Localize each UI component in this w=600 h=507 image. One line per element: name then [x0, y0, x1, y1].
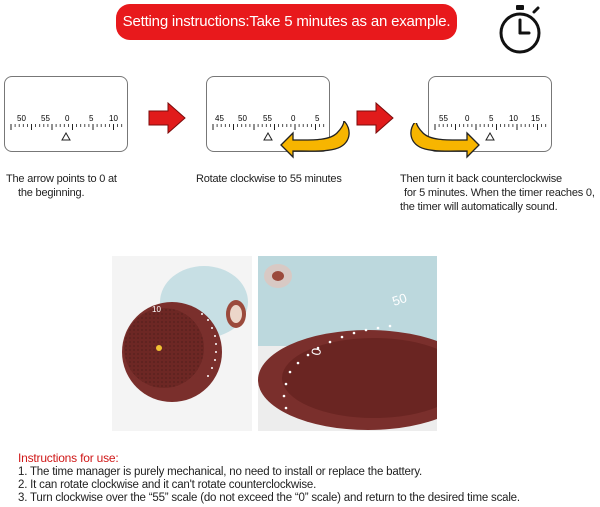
scale-label: 5 [315, 114, 320, 123]
instruction-item-1: 1. The time manager is purely mechanical… [18, 466, 423, 478]
pointer-triangle-icon [485, 131, 495, 141]
curved-yellow-arrow-icon [280, 121, 350, 159]
dial-step-2: 45 50 55 0 5 [206, 76, 350, 159]
instructions-banner: Setting instructions:Take 5 minutes as a… [116, 4, 457, 40]
red-arrow-right-icon [148, 102, 186, 134]
stopwatch-icon [499, 5, 541, 54]
dial-label-0: 0 [308, 347, 324, 357]
scale-label: 55 [263, 114, 272, 123]
scale-label: 0 [465, 114, 470, 123]
caption-step-1: The arrow points to 0 at the beginning. [6, 173, 117, 199]
instruction-item-2: 2. It can rotate clockwise and it can't … [18, 479, 317, 491]
scale-label: 55 [439, 114, 448, 123]
scale-label: 0 [65, 114, 70, 123]
dial-step-3: 55 0 5 10 15 [410, 76, 552, 159]
scale-label: 15 [531, 114, 540, 123]
caption-step-3: Then turn it back counterclockwise for 5… [400, 173, 595, 213]
scale-label: 55 [41, 114, 50, 123]
scale-label: 5 [89, 114, 94, 123]
scale-label: 5 [489, 114, 494, 123]
dial-label-50: 50 [390, 290, 408, 309]
dial-scale-2: 45 50 55 0 5 [212, 114, 325, 141]
dial-scale-1: 50 55 0 5 10 [10, 114, 123, 141]
scale-label: 50 [17, 114, 26, 123]
scale-label: 10 [109, 114, 118, 123]
red-arrow-right-icon [356, 102, 394, 134]
scale-label: 50 [238, 114, 247, 123]
pointer-triangle-icon [61, 131, 71, 141]
dial-label-10: 10 [152, 305, 161, 314]
instruction-item-3: 3. Turn clockwise over the “55” scale (d… [18, 492, 520, 504]
caption-step-2: Rotate clockwise to 55 minutes [196, 173, 342, 185]
scale-label: 45 [215, 114, 224, 123]
timer-photo-right: 50 0 [258, 256, 437, 431]
scale-label: 0 [291, 114, 296, 123]
timer-photo-left: 10 [112, 256, 252, 431]
pointer-triangle-icon [263, 131, 273, 141]
instructions-title: Instructions for use: [18, 451, 119, 465]
curved-yellow-arrow-icon [410, 123, 480, 159]
scale-label: 10 [509, 114, 518, 123]
dial-step-1: 50 55 0 5 10 [4, 76, 128, 152]
dial-scale-3: 55 0 5 10 15 [434, 114, 547, 141]
